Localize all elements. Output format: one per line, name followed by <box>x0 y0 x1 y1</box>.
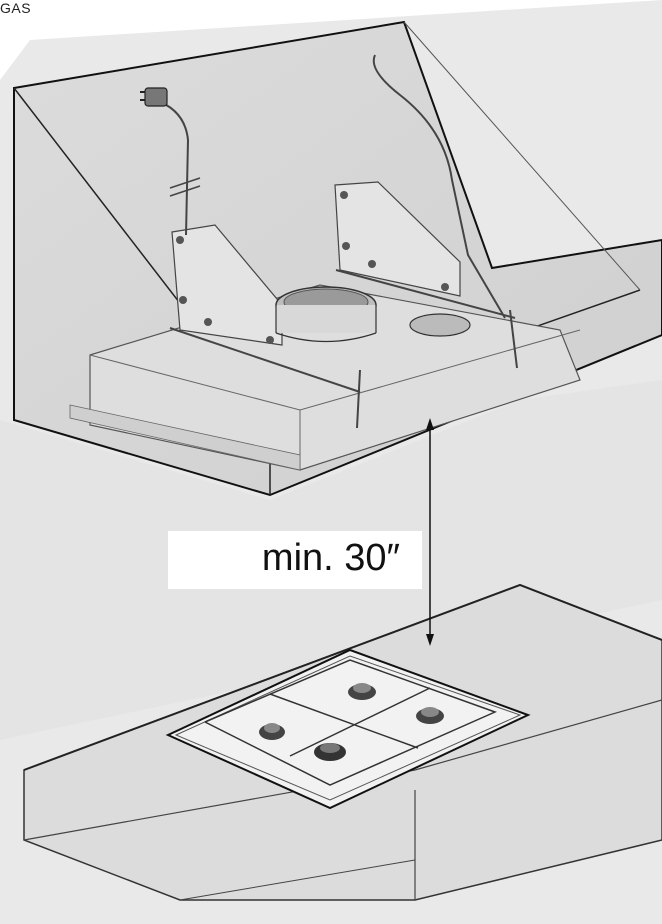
burner-front-right <box>314 743 346 761</box>
fuel-type-label: GAS <box>0 1 31 15</box>
clearance-label: min. 30″ <box>262 537 400 580</box>
clearance-callout: min. 30″ <box>168 531 422 589</box>
junction-box <box>410 314 470 336</box>
